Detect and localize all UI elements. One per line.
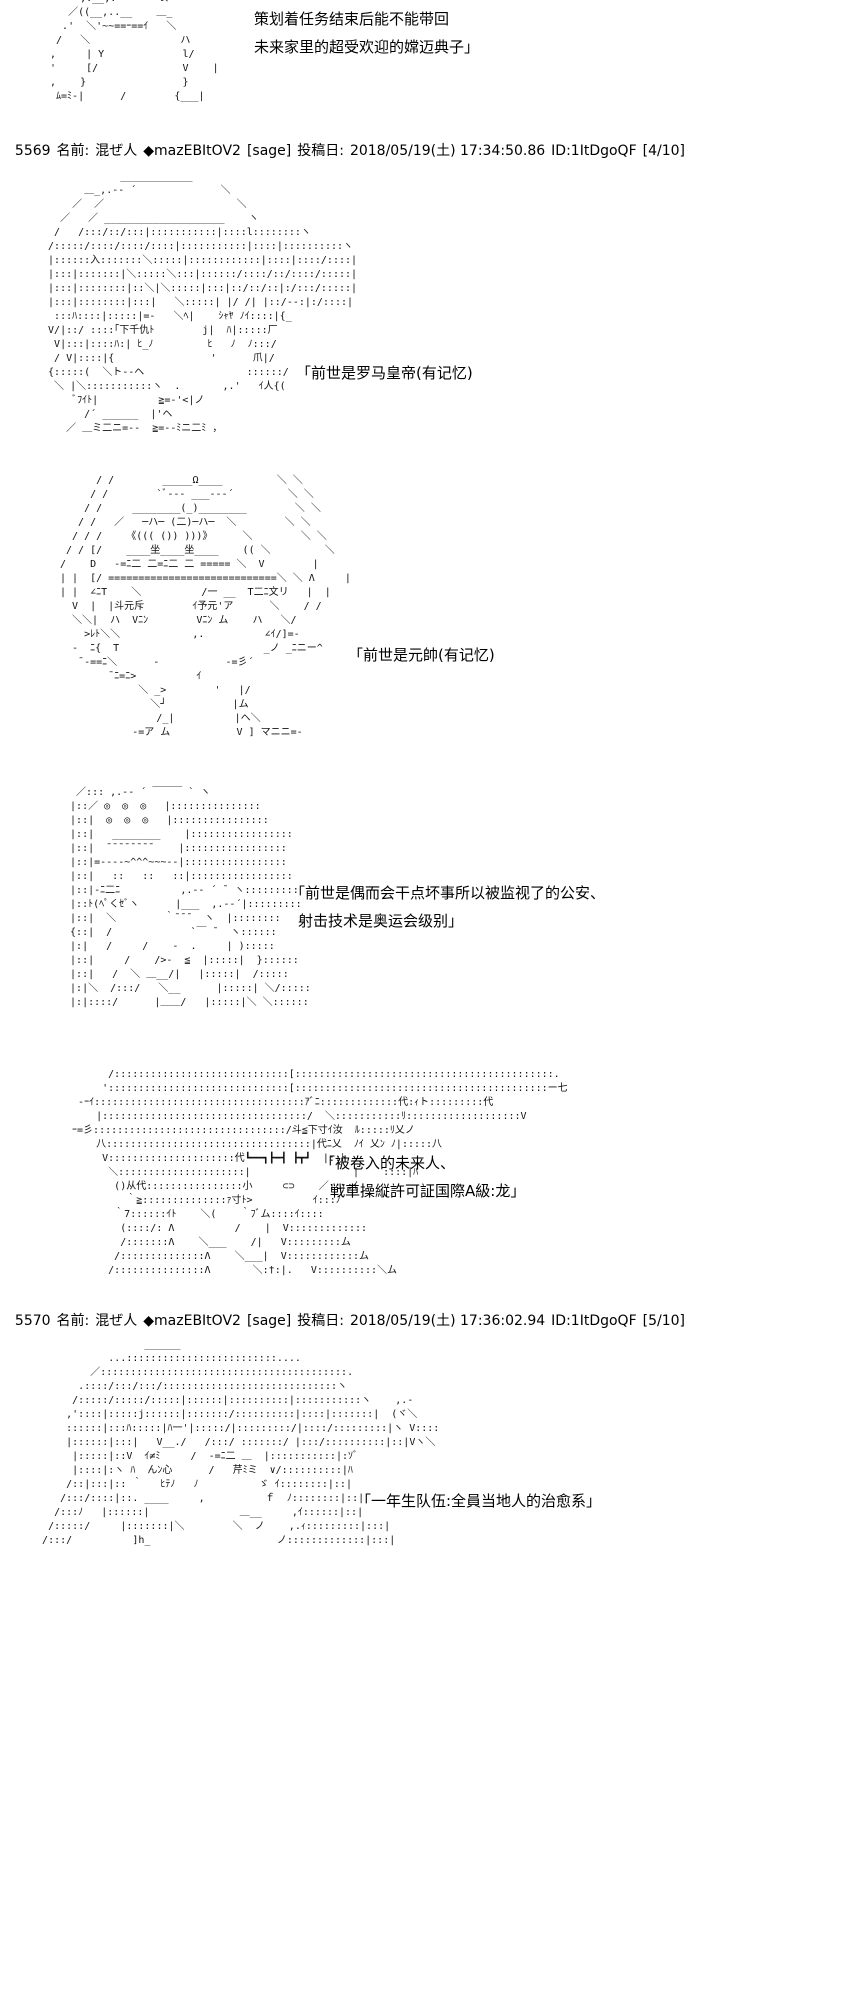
ascii-art-character: / / _____Ω____ ＼ ＼ / / `ﾞ‐-- ___--‐´ ＼ ＼… [60, 475, 351, 738]
dialog-line: 射击技术是奥运会级别」 [298, 912, 464, 930]
dialog-line: 「前世是罗马皇帝(有记忆) [296, 364, 473, 382]
post-id[interactable]: ID:1ItDgoQF [551, 1313, 637, 1329]
dialog-line: 「一年生队伍:全員当地人的治愈系」 [356, 1492, 602, 1510]
dialog-line: 戦車操縦許可証国際A級:龙」 [330, 1182, 526, 1200]
post-counter: [4/10] [642, 143, 686, 159]
ascii-art-top: ,.__,.' l、 ／((__,..__ ＿_ .' ＼'~~==ｰ==ｲ ＼… [50, 0, 219, 102]
ascii-art-character: /:::::::::::::::::::::::::::::[:::::::::… [72, 1069, 568, 1276]
poster-trip: ◆mazEBItOV2 [143, 1313, 241, 1329]
dialog-line: 「前世是元帥(有记忆) [348, 646, 495, 664]
post-date: 2018/05/19(土) 17:34:50.86 [349, 143, 546, 159]
post-number: 5569 [14, 143, 51, 159]
date-label: 投稿日: [297, 1313, 344, 1329]
post-header: 5570 名前: 混ぜ人 ◆mazEBItOV2 [sage] 投稿日: 2018/05/1… [6, 1294, 691, 1330]
post-counter: [5/10] [642, 1313, 686, 1329]
name-label: 名前: [56, 143, 90, 159]
dialog-line: 未来家里的超受欢迎的嫦迈典子」 [254, 38, 480, 56]
poster-name[interactable]: 混ぜ人 [95, 1313, 138, 1329]
ascii-art-character: ／::: ,.-‐ ´ ￣￣￣ ` ヽ |::／ ◎ ◎ ◎ |::::::::… [70, 787, 311, 1008]
name-label: 名前: [56, 1313, 90, 1329]
date-label: 投稿日: [297, 143, 344, 159]
dialog-line: 「前世是偶而会干点坏事所以被监视了的公安、 [290, 884, 606, 902]
post-header: 5569 名前: 混ぜ人 ◆mazEBItOV2 [sage] 投稿日: 2018/05/1… [6, 124, 691, 160]
dialog-line: 「被卷入的未来人、 [320, 1154, 456, 1172]
post-date: 2018/05/19(土) 17:36:02.94 [349, 1313, 546, 1329]
post-number: 5570 [14, 1313, 51, 1329]
post-mail: [sage] [246, 1313, 292, 1329]
post-mail: [sage] [246, 143, 292, 159]
dialog-line: 策划着任务结束后能不能带回 [254, 10, 450, 28]
poster-trip: ◆mazEBItOV2 [143, 143, 241, 159]
ascii-art-character: ______ ...:::::::::::::::::::::::::.... … [42, 1339, 440, 1546]
ascii-art-character: ____________ ＿_,.-‐ ´ ＼ ／ ／ ＼ ／ ／ ______… [48, 171, 358, 434]
post-id[interactable]: ID:1ItDgoQF [551, 143, 637, 159]
poster-name[interactable]: 混ぜ人 [95, 143, 138, 159]
